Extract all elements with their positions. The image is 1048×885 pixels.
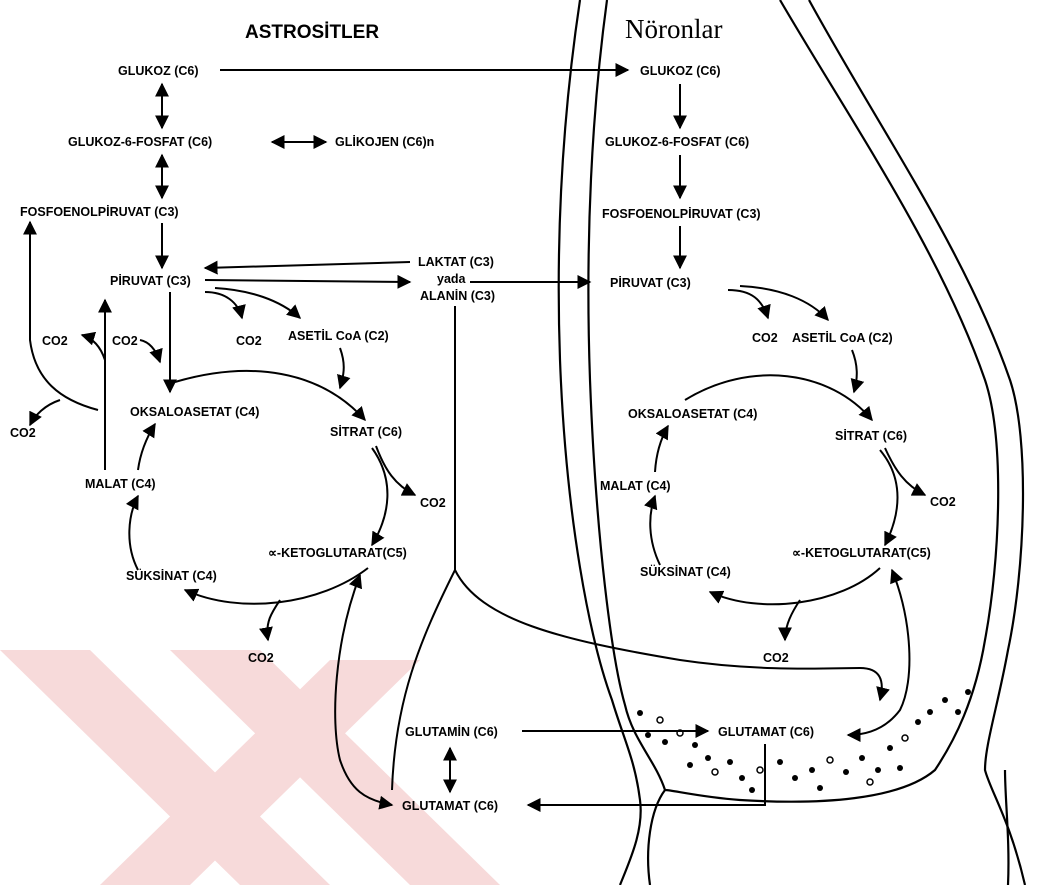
lactate-line2: yada	[437, 272, 467, 286]
neuron-glutamate: GLUTAMAT (C6)	[718, 725, 814, 739]
neuron-co2-pyruvate: CO2	[752, 331, 778, 345]
astro-co2-left-inner: CO2	[112, 334, 138, 348]
neuron-malate: MALAT (C4)	[600, 479, 671, 493]
astro-co2-pyruvate: CO2	[236, 334, 262, 348]
neuron-g6p: GLUKOZ-6-FOSFAT (C6)	[605, 135, 749, 149]
astro-co2-bottom: CO2	[248, 651, 274, 665]
astrocytes-header: ASTROSİTLER	[245, 22, 379, 43]
astro-succinate: SÜKSİNAT (C4)	[126, 568, 217, 583]
neuron-pep: FOSFOENOLPİRUVAT (C3)	[602, 206, 761, 221]
astro-g6p: GLUKOZ-6-FOSFAT (C6)	[68, 135, 212, 149]
neuron-pyruvate: PİRUVAT (C3)	[610, 275, 691, 290]
lactate-line3: ALANİN (C3)	[420, 288, 495, 303]
astrocyte-arrows	[30, 70, 882, 805]
astro-co2-citrate: CO2	[420, 496, 446, 510]
astro-oxaloacetate: OKSALOASETAT (C4)	[130, 405, 259, 419]
neuron-cell-membrane	[559, 0, 1025, 885]
neuron-akg: ∝-KETOGLUTARAT(C5)	[792, 546, 931, 560]
astro-pep: FOSFOENOLPİRUVAT (C3)	[20, 204, 179, 219]
neuron-co2-bottom: CO2	[763, 651, 789, 665]
astro-citrate: SİTRAT (C6)	[330, 424, 402, 439]
astro-akg: ∝-KETOGLUTARAT(C5)	[268, 546, 407, 560]
neuron-labels: GLUKOZ (C6) GLUKOZ-6-FOSFAT (C6) FOSFOEN…	[600, 64, 956, 739]
lactate-line1: LAKTAT (C3)	[418, 255, 494, 269]
astro-glutamine: GLUTAMİN (C6)	[405, 724, 498, 739]
neuron-glucose: GLUKOZ (C6)	[640, 64, 721, 78]
astro-glycogen: GLİKOJEN (C6)n	[335, 134, 434, 149]
watermark	[0, 650, 500, 885]
lactate-alanine-label: LAKTAT (C3) yada ALANİN (C3)	[418, 255, 495, 303]
astro-pyruvate: PİRUVAT (C3)	[110, 273, 191, 288]
neurons-header: Nöronlar	[625, 14, 722, 44]
astro-co2-far-left: CO2	[10, 426, 36, 440]
astro-malate: MALAT (C4)	[85, 477, 156, 491]
neuron-co2-citrate: CO2	[930, 495, 956, 509]
neuron-oxaloacetate: OKSALOASETAT (C4)	[628, 407, 757, 421]
astro-glucose: GLUKOZ (C6)	[118, 64, 199, 78]
neuron-acetyl-coa: ASETİL CoA (C2)	[792, 330, 893, 345]
astro-acetyl-coa: ASETİL CoA (C2)	[288, 328, 389, 343]
neuron-succinate: SÜKSİNAT (C4)	[640, 564, 731, 579]
neuron-citrate: SİTRAT (C6)	[835, 428, 907, 443]
astro-glutamate: GLUTAMAT (C6)	[402, 799, 498, 813]
synaptic-vesicles	[637, 689, 971, 793]
astro-co2-left-outer: CO2	[42, 334, 68, 348]
